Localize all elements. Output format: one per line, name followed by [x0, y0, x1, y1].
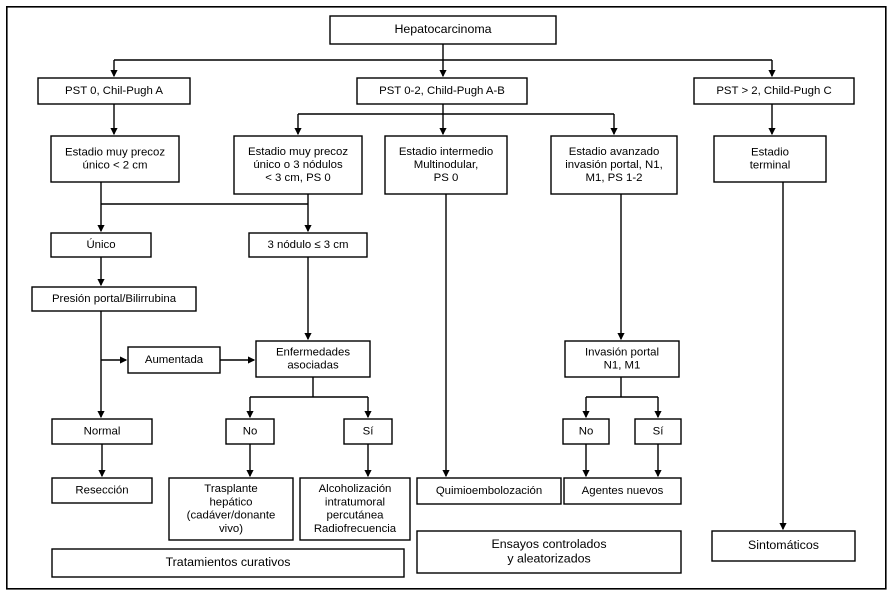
- node-box-alcoholizacion[interactable]: [299, 477, 411, 541]
- node-box-estadio-intermedio[interactable]: [384, 135, 508, 195]
- node-si-right[interactable]: Sí: [634, 418, 682, 445]
- node-box-enfermedades-asociadas[interactable]: [255, 340, 371, 378]
- node-box-reseccion[interactable]: [51, 477, 153, 504]
- node-box-pstgt2[interactable]: [693, 77, 855, 105]
- node-box-pst0[interactable]: [37, 77, 191, 105]
- node-box-trasplante[interactable]: [168, 477, 294, 541]
- node-box-hepatocarcinoma[interactable]: [329, 15, 557, 45]
- node-no-left[interactable]: No: [225, 418, 275, 445]
- connector-layer: [97, 44, 787, 531]
- node-label-hepatocarcinoma: Hepatocarcinoma: [394, 22, 491, 36]
- node-box-si-left[interactable]: [343, 418, 393, 445]
- node-label-pst0: PST 0, Chil-Pugh A: [65, 85, 163, 97]
- node-label-tratamientos-curativos: Tratamientos curativos: [166, 555, 291, 569]
- node-box-aumentada[interactable]: [127, 346, 221, 374]
- node-box-estadio-terminal[interactable]: [713, 135, 827, 183]
- node-pst02[interactable]: PST 0-2, Child-Pugh A-B: [356, 77, 528, 105]
- node-hepatocarcinoma[interactable]: Hepatocarcinoma: [329, 15, 557, 45]
- node-normal[interactable]: Normal: [51, 418, 153, 445]
- node-box-quimioembolozacion[interactable]: [416, 477, 562, 505]
- node-box-agentes-nuevos[interactable]: [563, 477, 682, 505]
- node-label-unico: Único: [86, 238, 115, 251]
- node-tratamientos-curativos[interactable]: Tratamientos curativos: [51, 548, 405, 578]
- node-box-tratamientos-curativos[interactable]: [51, 548, 405, 578]
- node-label-normal: Normal: [84, 426, 121, 438]
- node-unico[interactable]: Único: [50, 232, 152, 258]
- node-box-pst02[interactable]: [356, 77, 528, 105]
- node-box-no-right[interactable]: [562, 418, 610, 445]
- node-quimioembolozacion[interactable]: Quimioembolozación: [416, 477, 562, 505]
- node-label-si-right: Sí: [653, 426, 665, 438]
- node-box-tres-nodulo[interactable]: [248, 232, 368, 258]
- node-box-ensayos-controlados[interactable]: [416, 530, 682, 574]
- node-label-tres-nodulo: 3 nódulo ≤ 3 cm: [268, 239, 349, 251]
- node-label-reseccion: Resección: [75, 485, 128, 497]
- node-box-si-right[interactable]: [634, 418, 682, 445]
- node-box-presion-portal[interactable]: [31, 286, 197, 312]
- node-box-estadio-avanzado[interactable]: [550, 135, 678, 195]
- node-label-no-left: No: [243, 426, 258, 438]
- node-box-sintomaticos[interactable]: [711, 530, 856, 562]
- node-label-si-left: Sí: [363, 426, 375, 438]
- node-aumentada[interactable]: Aumentada: [127, 346, 221, 374]
- node-label-agentes-nuevos: Agentes nuevos: [582, 485, 664, 497]
- node-label-sintomaticos: Sintomáticos: [748, 538, 819, 552]
- node-tres-nodulo[interactable]: 3 nódulo ≤ 3 cm: [248, 232, 368, 258]
- node-box-estadio-muy-precoz-3[interactable]: [233, 135, 363, 195]
- node-si-left[interactable]: Sí: [343, 418, 393, 445]
- node-label-pstgt2: PST > 2, Child-Pugh C: [716, 85, 831, 97]
- node-no-right[interactable]: No: [562, 418, 610, 445]
- node-box-unico[interactable]: [50, 232, 152, 258]
- node-sintomaticos[interactable]: Sintomáticos: [711, 530, 856, 562]
- node-label-quimioembolozacion: Quimioembolozación: [436, 485, 542, 497]
- node-label-aumentada: Aumentada: [145, 354, 204, 366]
- node-label-no-right: No: [579, 426, 594, 438]
- diagram-border: [6, 6, 887, 590]
- node-box-estadio-muy-precoz-1[interactable]: [50, 135, 180, 183]
- node-box-normal[interactable]: [51, 418, 153, 445]
- node-pstgt2[interactable]: PST > 2, Child-Pugh C: [693, 77, 855, 105]
- node-pst0[interactable]: PST 0, Chil-Pugh A: [37, 77, 191, 105]
- node-label-pst02: PST 0-2, Child-Pugh A-B: [379, 85, 505, 97]
- node-presion-portal[interactable]: Presión portal/Bilirrubina: [31, 286, 197, 312]
- node-reseccion[interactable]: Resección: [51, 477, 153, 504]
- node-agentes-nuevos[interactable]: Agentes nuevos: [563, 477, 682, 505]
- node-box-invasion-portal[interactable]: [564, 340, 680, 378]
- node-label-presion-portal: Presión portal/Bilirrubina: [52, 293, 177, 305]
- node-box-no-left[interactable]: [225, 418, 275, 445]
